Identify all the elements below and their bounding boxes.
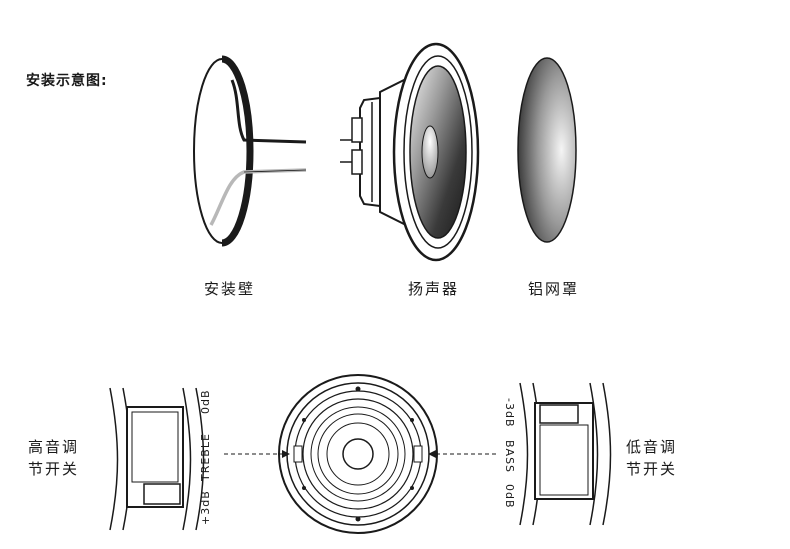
bass-switch-graphic [519,382,612,526]
speaker-front-graphic [278,374,438,534]
bass-scale-name: BASS [503,440,516,474]
label-grille: 铝网罩 [528,280,580,298]
bass-scale-bottom: 0dB [503,484,516,509]
diagram-title: 安装示意图: [26,73,108,89]
label-bass-switch-line2: 节开关 [626,460,678,478]
mounting-wall-graphic [193,55,307,247]
grille-graphic [517,57,577,243]
speaker-graphic [340,42,480,262]
label-bass-switch-line1: 低音调 [626,438,678,456]
label-speaker: 扬声器 [408,280,460,298]
label-mounting-wall: 安装壁 [204,280,256,298]
label-treble-switch-line1: 高音调 [28,438,80,456]
arrow-to-treble [224,450,290,458]
treble-scale-name: TREBLE [199,433,212,481]
arrow-to-bass [428,450,496,458]
treble-scale-top: 0dB [199,389,212,414]
treble-switch-graphic [109,387,205,531]
treble-scale-bottom: +3dB [199,490,212,525]
label-treble-switch-line2: 节开关 [28,460,80,478]
bass-scale-top: -3dB [503,398,516,428]
